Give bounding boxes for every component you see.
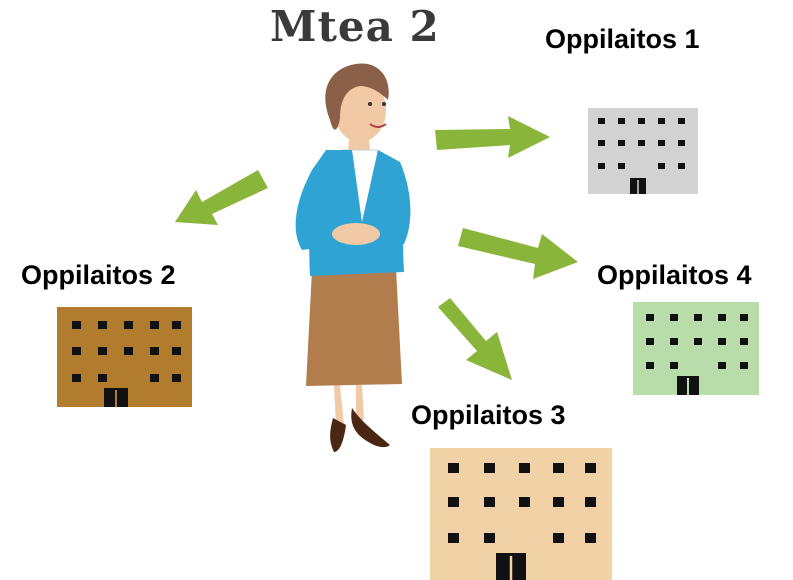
school-building-2: [57, 307, 192, 407]
school-building-3: [430, 448, 612, 580]
diagram-title: Mtea 2: [270, 2, 440, 51]
arrow-to-school-4: [458, 228, 578, 279]
school-building-1: [588, 108, 698, 194]
school-label-2: Oppilaitos 2: [21, 260, 176, 290]
arrow-to-school-2: [175, 170, 268, 225]
school-label-1: Oppilaitos 1: [545, 24, 700, 54]
arrow-to-school-1: [435, 116, 550, 158]
school-label-4: Oppilaitos 4: [597, 260, 752, 290]
teacher-figure: [295, 63, 411, 452]
school-label-3: Oppilaitos 3: [411, 400, 566, 430]
school-building-4: [633, 302, 759, 395]
arrow-to-school-3: [438, 298, 512, 380]
